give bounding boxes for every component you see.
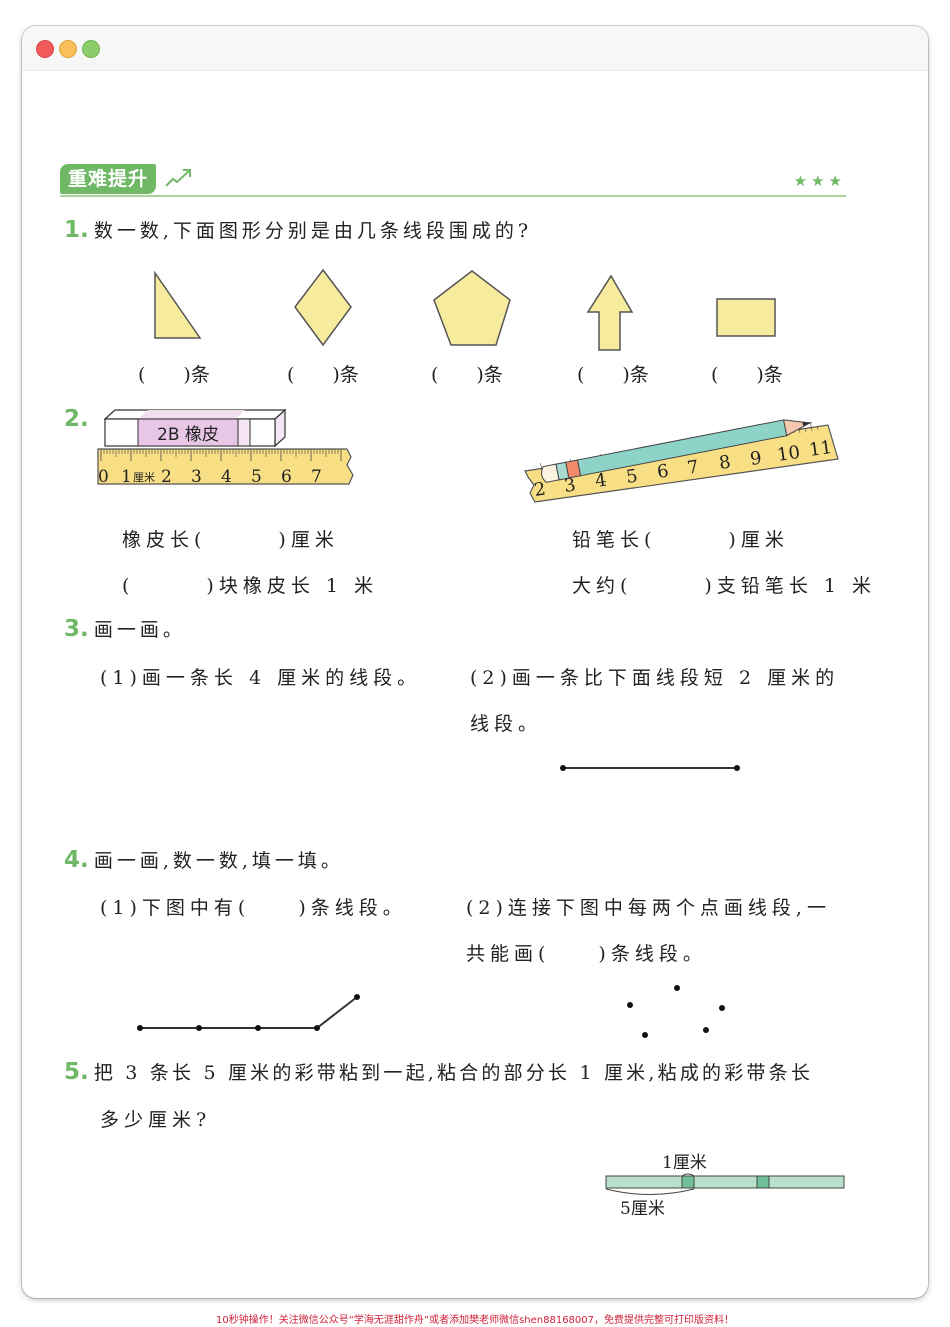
q1-answer-triangle[interactable]: ( )条 [138,364,210,386]
arrow-shape [586,274,634,351]
trend-up-arrow-icon [165,169,191,187]
ribbon-diagram: 1厘米 5厘米 [605,1153,845,1219]
svg-text:5: 5 [625,466,639,488]
q1-shapes [154,268,776,351]
question-2-number: 2. [64,406,89,432]
rectangle-shape [716,298,776,337]
svg-text:6: 6 [281,467,292,487]
length-label: 5厘米 [620,1199,665,1219]
overlap-label: 1厘米 [662,1153,707,1173]
svg-text:8: 8 [718,452,732,474]
ruler-tick: 2 [161,467,172,487]
minimize-button[interactable] [59,40,77,58]
svg-text:7: 7 [311,467,322,487]
maximize-button[interactable] [82,40,100,58]
section-divider [60,195,846,197]
question-text: 画一画。 [93,619,186,641]
eraser-length-blank[interactable]: 橡皮长( )厘米 [122,529,339,551]
q3-part-2-line-2: 线段。 [470,713,543,735]
question-text: 数一数,下面图形分别是由几条线段围成的? [93,220,533,242]
triangle-shape [154,270,202,339]
svg-text:7: 7 [686,457,700,479]
q1-answer-arrow[interactable]: ( )条 [577,364,649,386]
q4-part-2-line-2[interactable]: 共能画( )条线段。 [466,943,707,965]
question-4: 4. 画一画,数一数,填一填。 [64,846,344,873]
pencil-length-blank[interactable]: 铅笔长( )厘米 [572,529,789,551]
svg-text:3: 3 [191,467,202,487]
question-number: 3. [64,616,89,642]
q4-part-2-line-1: (2)连接下图中每两个点画线段,一 [466,897,831,919]
svg-text:5: 5 [251,467,262,487]
question-5-continued: 多少厘米? [100,1109,212,1131]
app-window [22,26,928,1298]
q1-answer-rhombus[interactable]: ( )条 [287,364,359,386]
svg-text:6: 6 [656,461,670,483]
svg-text:4: 4 [221,467,232,487]
section-title: 重难提升 [60,164,157,194]
svg-text:1: 1 [121,467,132,487]
svg-text:厘米: 厘米 [133,471,155,484]
q4-part-1[interactable]: (1)下图中有( )条线段。 [100,897,407,919]
footer-note: 10秒钟操作！关注微信公众号“学海无涯甜作舟”或者添加樊老师微信shen8816… [215,1315,735,1326]
svg-text:2: 2 [533,479,547,501]
svg-text:3: 3 [563,475,577,497]
close-button[interactable] [36,40,54,58]
question-number: 4. [64,847,89,873]
eraser-and-ruler: 2B 橡皮 0 1 厘米 2 3 4 5 6 7 [97,408,354,487]
svg-text:4: 4 [594,470,608,492]
q3-part-2-line-1: (2)画一条比下面线段短 2 厘米的 [470,667,840,689]
pencil-and-ruler: 2 3 4 5 6 7 8 9 10 11 [524,419,839,503]
rhombus-shape [294,268,352,347]
q4-five-points [627,985,725,1038]
question-1: 1. 数一数,下面图形分别是由几条线段围成的? [64,216,532,243]
svg-text:11: 11 [808,437,834,461]
difficulty-stars: ★★★ [793,172,846,190]
question-3: 3. 画一画。 [64,615,186,642]
q4-polyline-figure [137,994,360,1031]
q1-answer-rectangle[interactable]: ( )条 [711,364,783,386]
pentagon-shape [433,270,511,346]
section-header: 重难提升 ★★★ [60,162,846,198]
question-number: 5. [64,1059,89,1085]
q1-answer-pentagon[interactable]: ( )条 [431,364,503,386]
pencil [541,419,813,483]
pencils-per-meter-blank[interactable]: 大约( )支铅笔长 1 米 [572,575,876,597]
question-text: 把 3 条长 5 厘米的彩带粘到一起,粘合的部分长 1 厘米,粘成的彩带条长 [93,1062,814,1084]
svg-text:10: 10 [776,442,802,466]
q3-part-1: (1)画一条长 4 厘米的线段。 [100,667,422,689]
question-5: 5. 把 3 条长 5 厘米的彩带粘到一起,粘合的部分长 1 厘米,粘成的彩带条… [64,1058,813,1085]
question-number: 1. [64,217,89,243]
question-text: 画一画,数一数,填一填。 [93,850,344,872]
title-bar [22,26,928,71]
reference-line-segment [560,765,740,771]
erasers-per-meter-blank[interactable]: ( )块橡皮长 1 米 [122,575,378,597]
svg-text:9: 9 [749,448,763,470]
svg-text:0: 0 [98,467,109,487]
eraser-label: 2B 橡皮 [157,425,219,445]
